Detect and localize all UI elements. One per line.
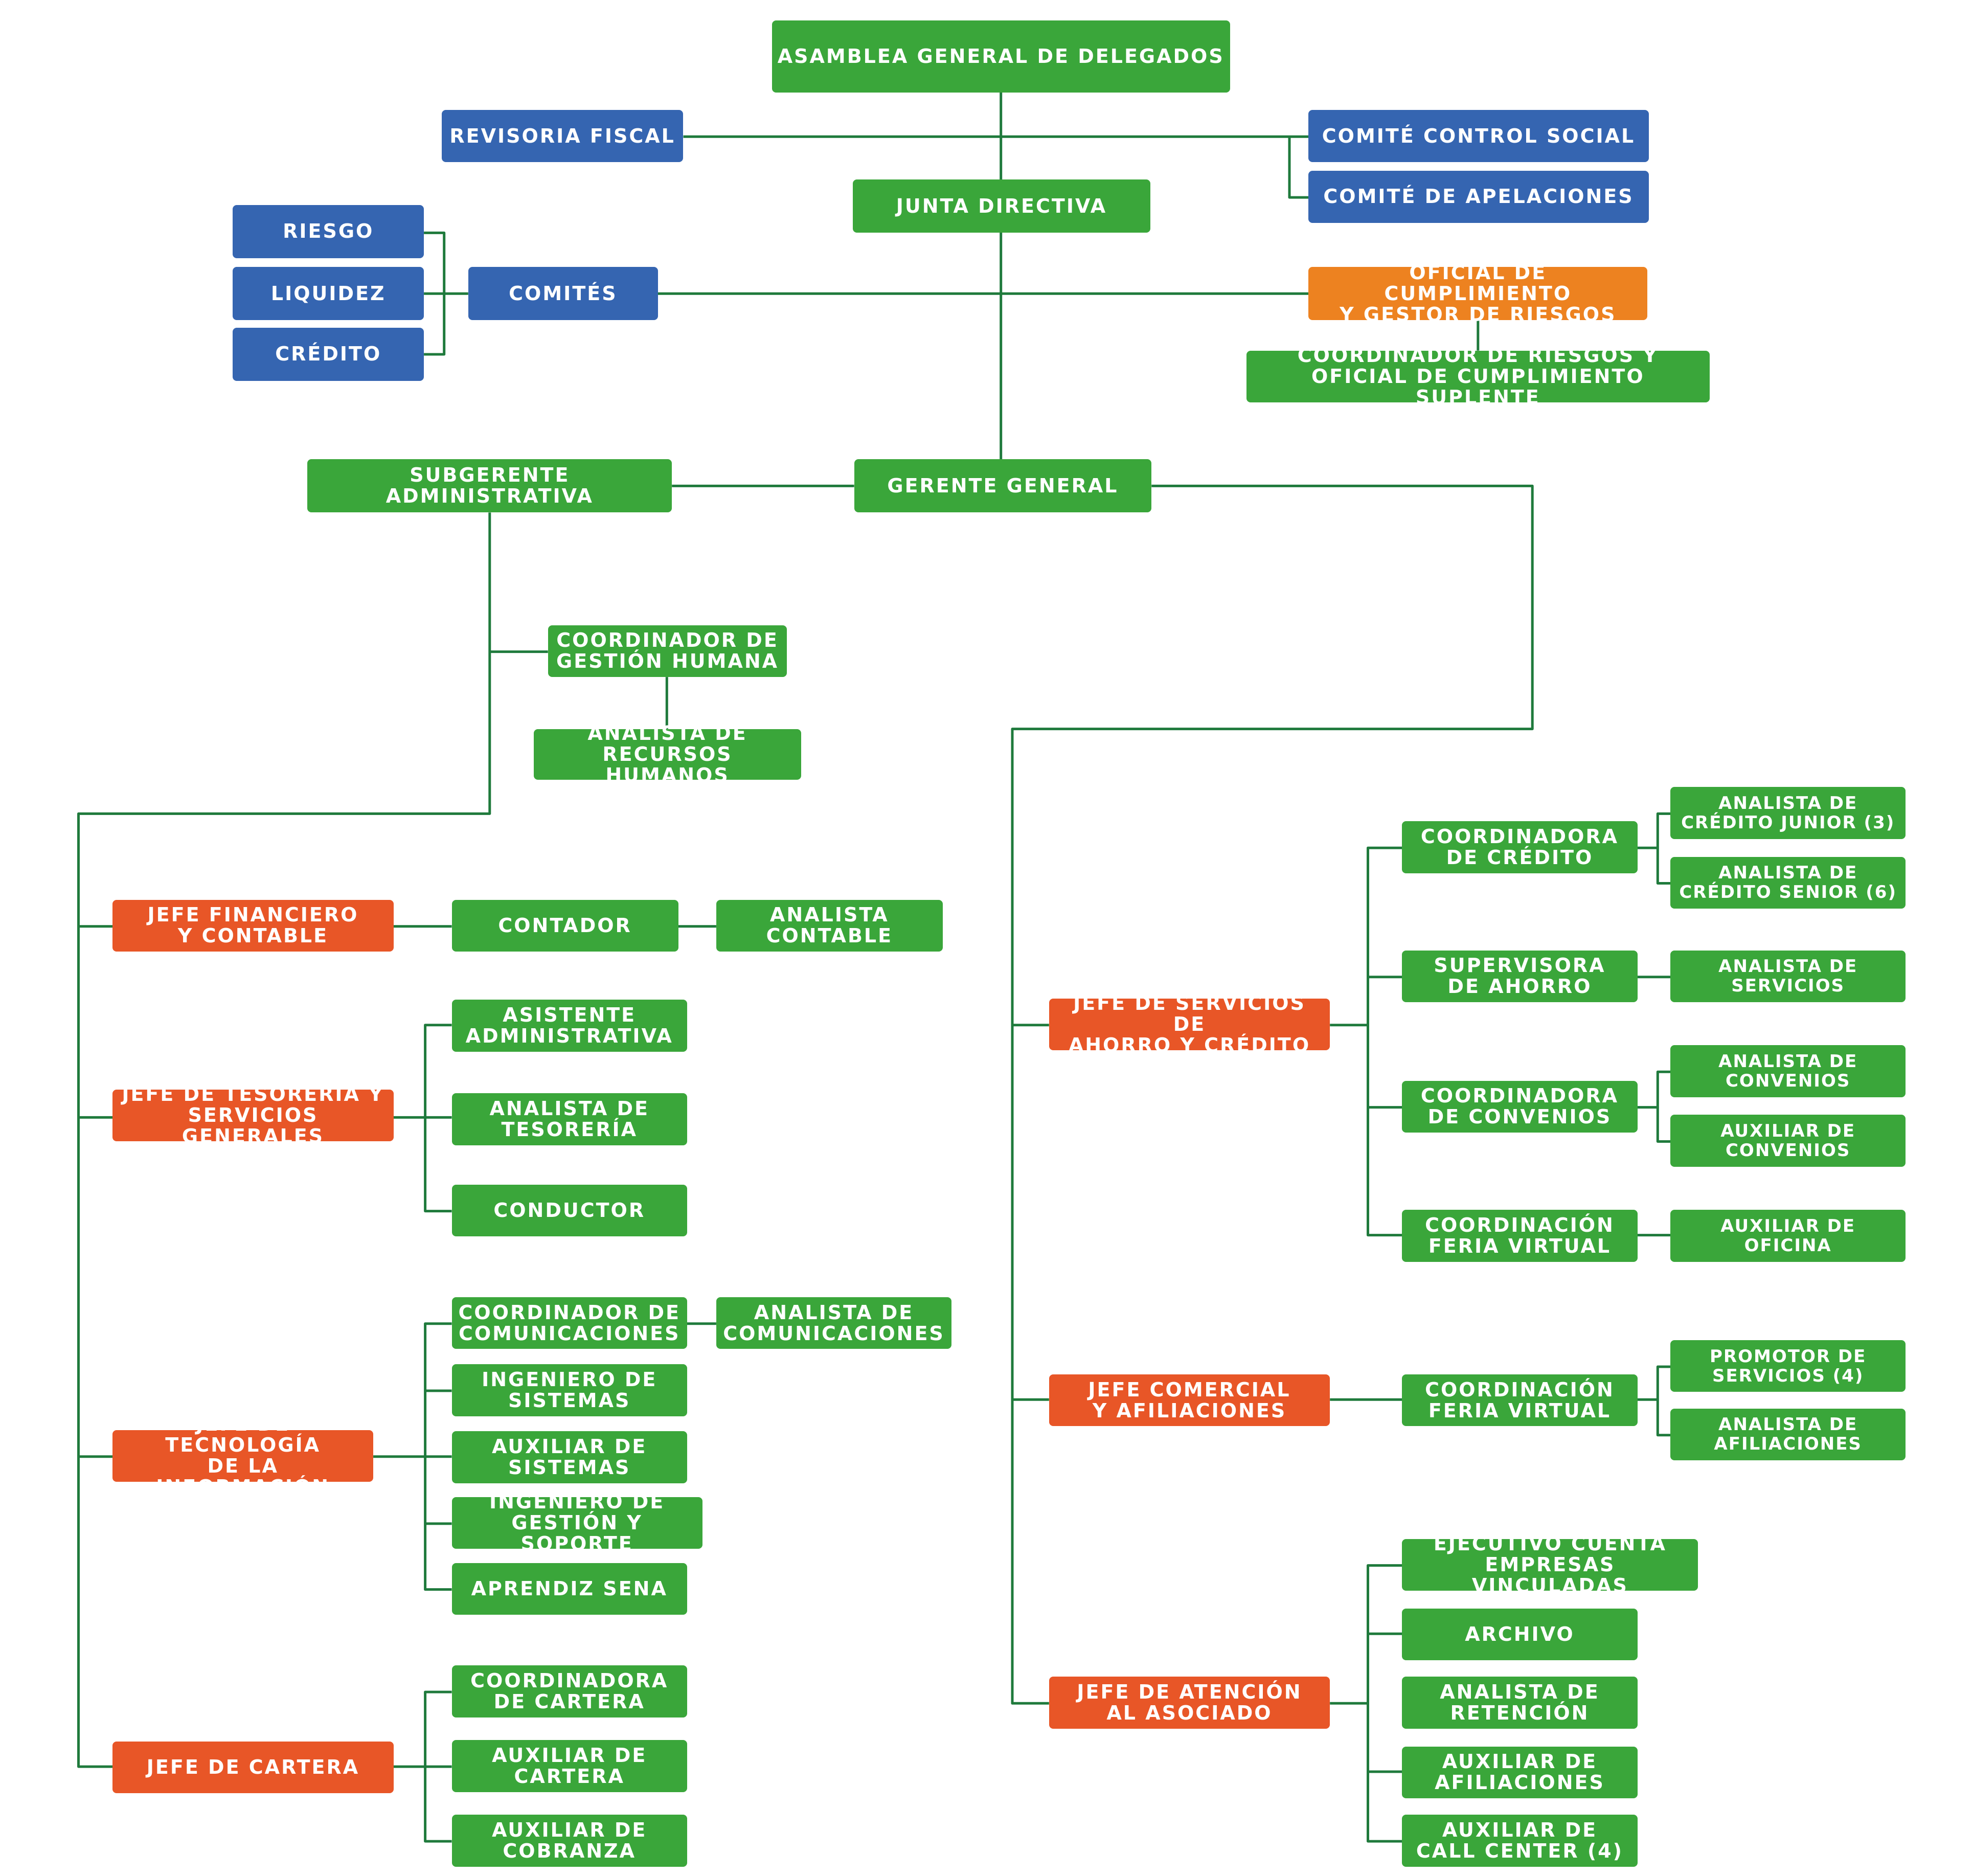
connector-line	[77, 512, 491, 1768]
org-box-comites: COMITÉS	[468, 267, 658, 321]
org-box-coord-feria-1: COORDINACIÓN FERIA VIRTUAL	[1402, 1210, 1638, 1262]
org-box-coord-feria-2: COORDINACIÓN FERIA VIRTUAL	[1402, 1374, 1638, 1427]
org-box-aux-cartera: AUXILIAR DE CARTERA	[451, 1740, 687, 1792]
connector-line	[1288, 137, 1309, 199]
org-box-analista-tes: ANALISTA DE TESORERÍA	[451, 1093, 687, 1145]
org-box-aux-sistemas: AUXILIAR DE SISTEMAS	[451, 1431, 687, 1483]
connector-line	[1367, 846, 1402, 1237]
org-box-jefe-fin: JEFE FINANCIERO Y CONTABLE	[112, 899, 394, 952]
connector-line	[1367, 1564, 1402, 1843]
org-box-an-retencion: ANALISTA DE RETENCIÓN	[1402, 1677, 1638, 1729]
connector-line	[1656, 812, 1670, 885]
org-box-aux-convenios: AUXILIAR DE CONVENIOS	[1670, 1115, 1906, 1167]
org-box-ing-soporte: INGENIERO DE GESTIÓN Y SOPORTE	[451, 1491, 702, 1554]
org-box-subgerente: SUBGERENTE ADMINISTRATIVA	[307, 459, 672, 513]
org-box-asamblea: ASAMBLEA GENERAL DE DELEGADOS	[772, 20, 1230, 93]
connector-line	[1656, 1365, 1670, 1437]
org-box-an-cred-junior: ANALISTA DE CRÉDITO JUNIOR (3)	[1670, 787, 1906, 839]
org-box-an-afiliaciones: ANALISTA DE AFILIACIONES	[1670, 1408, 1906, 1461]
org-box-archivo: ARCHIVO	[1402, 1608, 1638, 1661]
org-box-revisoria: REVISORIA FISCAL	[441, 110, 684, 162]
org-box-gerente: GERENTE GENERAL	[854, 459, 1152, 513]
org-box-analista-contable: ANALISTA CONTABLE	[716, 899, 943, 952]
org-box-control-social: COMITÉ CONTROL SOCIAL	[1308, 110, 1649, 162]
org-box-aux-oficina: AUXILIAR DE OFICINA	[1670, 1210, 1906, 1262]
connector-line	[1656, 1070, 1670, 1143]
org-box-coord-gh: COORDINADOR DE GESTIÓN HUMANA	[548, 625, 787, 677]
org-box-riesgo: RIESGO	[233, 205, 424, 258]
org-box-coord-riesgos: COORDINADOR DE RIESGOS Y OFICIAL DE CUMP…	[1246, 345, 1710, 408]
org-box-apelaciones: COMITÉ DE APELACIONES	[1308, 171, 1649, 223]
org-box-aux-callcenter: AUXILIAR DE CALL CENTER (4)	[1402, 1815, 1638, 1867]
org-box-an-cred-senior: ANALISTA DE CRÉDITO SENIOR (6)	[1670, 856, 1906, 909]
org-box-coord-convenios: COORDINADORA DE CONVENIOS	[1402, 1080, 1638, 1133]
org-box-ejecutivo: EJECUTIVO CUENTA EMPRESAS VINCULADAS	[1402, 1533, 1698, 1596]
org-box-analista-com: ANALISTA DE COMUNICACIONES	[716, 1297, 952, 1349]
org-box-jefe-ti: JEFE DE TECNOLOGÍA DE LA INFORMACIÓN	[112, 1414, 374, 1498]
org-box-oficial: OFICIAL DE CUMPLIMIENTO Y GESTOR DE RIES…	[1308, 262, 1648, 325]
org-box-jefe-atencion: JEFE DE ATENCIÓN AL ASOCIADO	[1049, 1677, 1330, 1729]
org-box-liquidez: LIQUIDEZ	[233, 267, 424, 321]
org-box-jefe-cartera: JEFE DE CARTERA	[112, 1741, 394, 1794]
org-box-promotor: PROMOTOR DE SERVICIOS (4)	[1670, 1340, 1906, 1392]
org-box-ing-sistemas: INGENIERO DE SISTEMAS	[451, 1364, 687, 1416]
org-box-coord-com: COORDINADOR DE COMUNICACIONES	[451, 1297, 687, 1349]
org-box-coord-credito: COORDINADORA DE CRÉDITO	[1402, 821, 1638, 873]
org-box-asistente-adm: ASISTENTE ADMINISTRATIVA	[451, 1000, 687, 1052]
org-box-junta: JUNTA DIRECTIVA	[853, 179, 1150, 233]
org-box-an-servicios: ANALISTA DE SERVICIOS	[1670, 950, 1906, 1003]
connector-line	[1011, 484, 1534, 1705]
org-box-analista-rh: ANALISTA DE RECURSOS HUMANOS	[534, 722, 801, 785]
org-box-an-convenios: ANALISTA DE CONVENIOS	[1670, 1045, 1906, 1097]
org-box-jefe-ahorro: JEFE DE SERVICIOS DE AHORRO Y CRÉDITO	[1049, 992, 1330, 1056]
org-box-aprendiz: APRENDIZ SENA	[451, 1563, 687, 1615]
org-box-credito: CRÉDITO	[233, 328, 424, 381]
org-box-aux-cobranza: AUXILIAR DE COBRANZA	[451, 1815, 687, 1867]
org-box-contador: CONTADOR	[451, 899, 678, 952]
org-box-coord-cartera: COORDINADORA DE CARTERA	[451, 1665, 687, 1717]
org-box-sup-ahorro: SUPERVISORA DE AHORRO	[1402, 950, 1638, 1003]
org-box-jefe-comercial: JEFE COMERCIAL Y AFILIACIONES	[1049, 1374, 1330, 1427]
org-box-aux-afiliaciones: AUXILIAR DE AFILIACIONES	[1402, 1746, 1638, 1798]
org-box-jefe-tes: JEFE DE TESORERÍA Y SERVICIOS GENERALES	[112, 1084, 394, 1147]
org-box-conductor: CONDUCTOR	[451, 1184, 687, 1237]
